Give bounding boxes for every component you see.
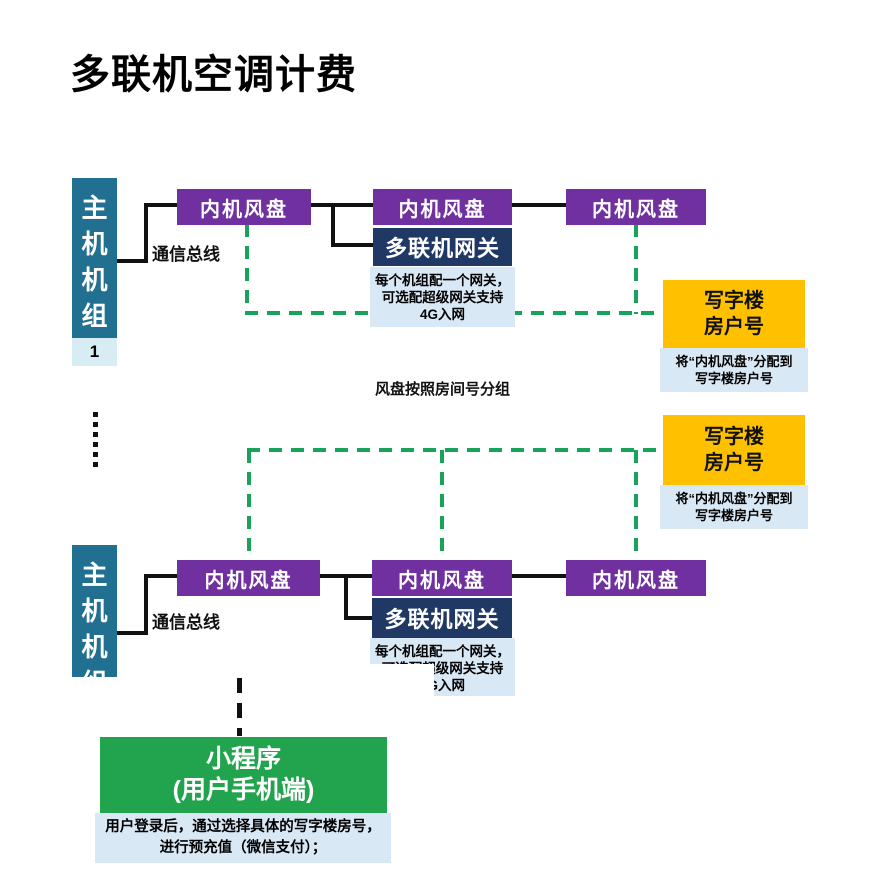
note-line: 每个机组配一个网关， <box>375 644 510 659</box>
fan-coil-box: 内机风盘 <box>177 189 311 225</box>
note-line: 进行预充值（微信支付）； <box>159 840 327 856</box>
room-number-line: 写字楼 <box>704 426 764 448</box>
bus-line <box>348 616 372 620</box>
bus-line <box>148 574 177 578</box>
overlay-patch <box>370 664 434 698</box>
note-line: 将“内机风盘”分配到 <box>675 354 793 369</box>
gateway-note: 每个机组配一个网关， 可选配超级网关支持 4G入网 <box>370 267 515 327</box>
host-unit-box-2: 主机机组 <box>72 545 117 677</box>
page-title: 多联机空调计费 <box>70 53 357 97</box>
ellipsis-dots <box>93 412 98 469</box>
note-line: 将“内机风盘”分配到 <box>675 491 793 506</box>
fan-coil-box: 内机风盘 <box>566 189 706 225</box>
note-line: 每个机组配一个网关， <box>375 273 510 288</box>
room-note: 将“内机风盘”分配到 写字楼房户号 <box>660 485 808 529</box>
bus-line <box>512 203 566 207</box>
bus-line <box>117 631 148 635</box>
bus-line <box>311 203 373 207</box>
dash-connector-miniapp <box>237 678 242 736</box>
host-unit-box-1: 主机机组 <box>72 178 117 338</box>
fan-coil-box: 内机风盘 <box>372 560 512 596</box>
room-number-line: 房户号 <box>704 316 764 338</box>
room-number-box: 写字楼 房户号 <box>663 415 805 485</box>
dash-connector-bottom-v3 <box>634 450 638 562</box>
gateway-box: 多联机网关 <box>373 228 512 266</box>
dash-connector-top-v2 <box>634 224 638 314</box>
fan-coil-box: 内机风盘 <box>566 560 706 596</box>
miniapp-box: 小程序 (用户手机端) <box>100 737 387 813</box>
room-number-line: 房户号 <box>704 452 764 474</box>
miniapp-line: 小程序 <box>205 745 281 773</box>
dash-connector-bottom-h <box>247 448 663 452</box>
miniapp-line: (用户手机端) <box>172 776 315 804</box>
bus-line <box>512 574 566 578</box>
note-line: 可选配超级网关支持 <box>381 290 504 305</box>
fan-coil-box: 内机风盘 <box>177 560 320 596</box>
bus-line <box>148 203 177 207</box>
bus-line <box>144 203 148 263</box>
room-number-box: 写字楼 房户号 <box>663 280 805 348</box>
comm-bus-label: 通信总线 <box>152 245 220 264</box>
note-line: 写字楼房户号 <box>694 508 773 523</box>
bus-line <box>331 207 335 247</box>
room-note: 将“内机风盘”分配到 写字楼房户号 <box>660 348 808 392</box>
bus-line <box>144 574 148 635</box>
note-line: 用户登录后，通过选择具体的写字楼房号， <box>105 819 381 835</box>
dash-connector-bottom-v1 <box>247 450 251 560</box>
note-line: 4G入网 <box>419 307 465 322</box>
dash-connector-top-v1 <box>245 224 249 314</box>
miniapp-note: 用户登录后，通过选择具体的写字楼房号， 进行预充值（微信支付）； <box>95 813 391 863</box>
room-number-line: 写字楼 <box>704 290 764 312</box>
gateway-box: 多联机网关 <box>372 598 512 638</box>
bus-line <box>344 578 348 620</box>
comm-bus-label: 通信总线 <box>152 613 220 632</box>
bus-line <box>320 574 372 578</box>
note-line: 写字楼房户号 <box>694 371 773 386</box>
bus-line <box>117 259 148 263</box>
bus-line <box>335 243 373 247</box>
grouping-caption: 风盘按照房间号分组 <box>375 381 511 398</box>
dash-connector-bottom-v2 <box>440 450 444 562</box>
host-unit-index: 1 <box>72 338 117 366</box>
fan-coil-box: 内机风盘 <box>373 189 512 225</box>
